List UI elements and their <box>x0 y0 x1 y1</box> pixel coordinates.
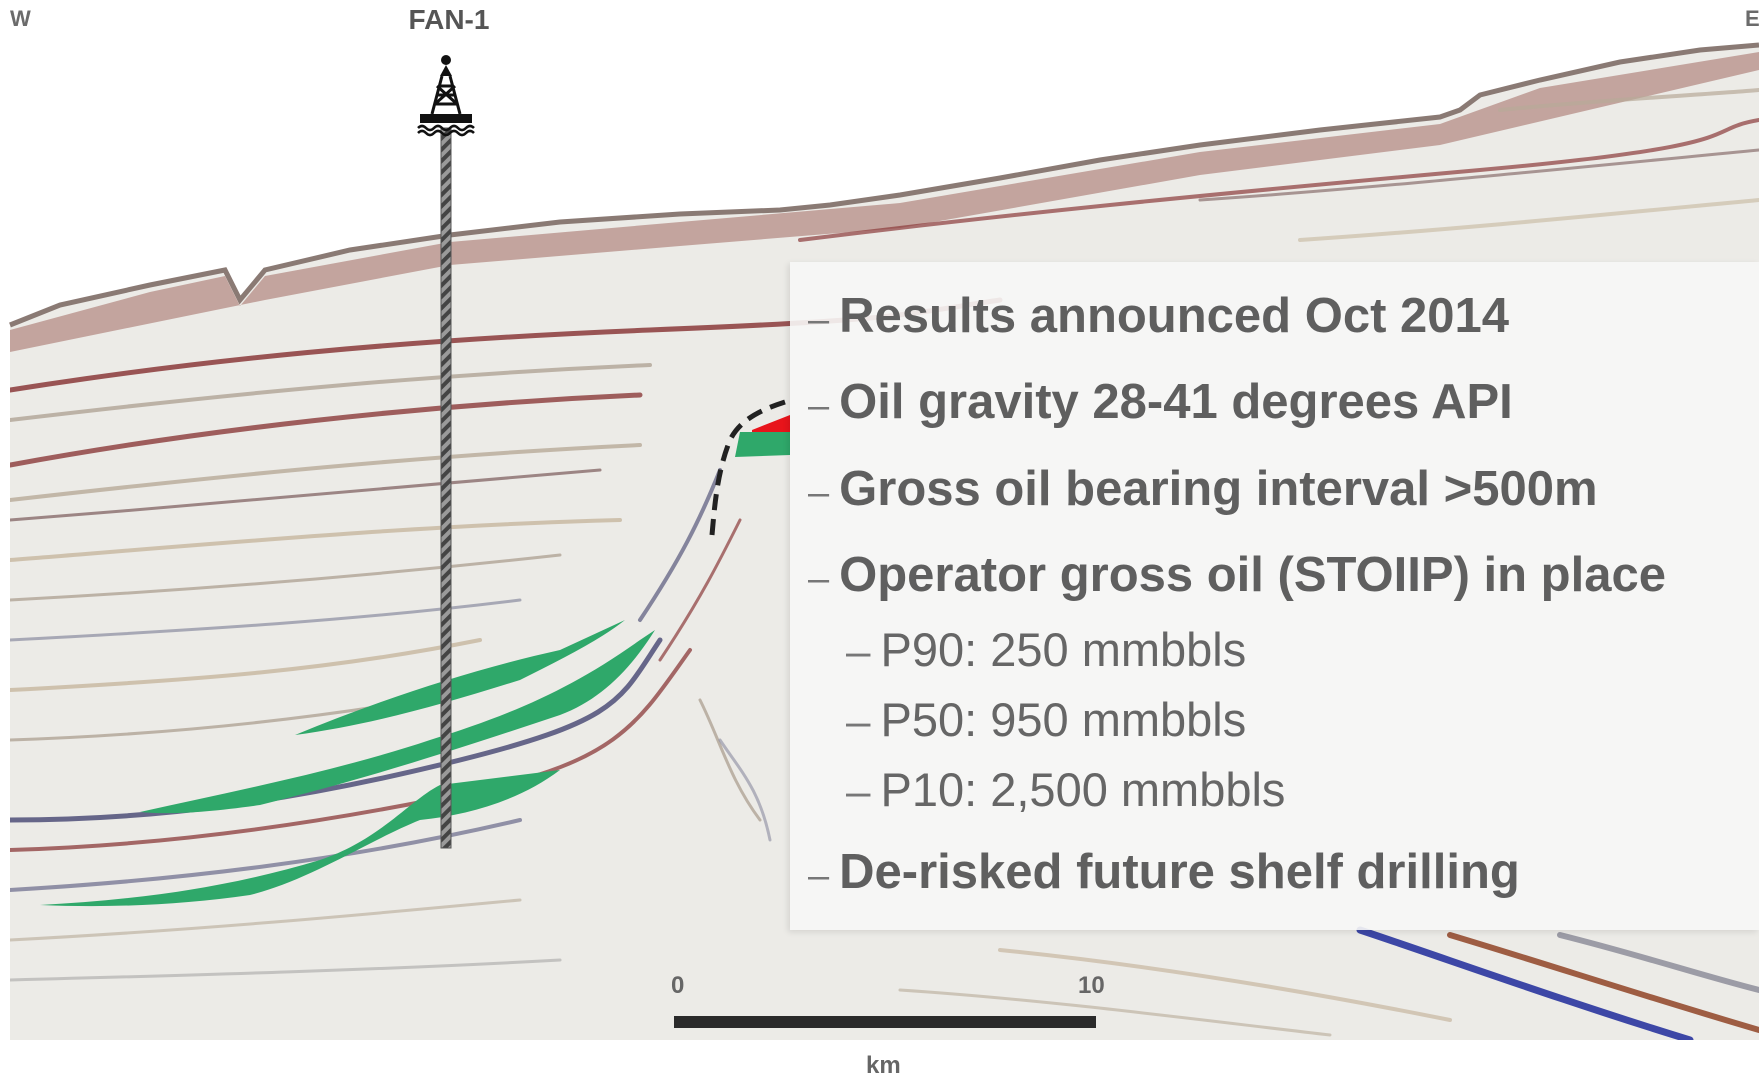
bullet-gross-interval: –Gross oil bearing interval >500m <box>808 462 1598 516</box>
oil-zones <box>40 620 655 907</box>
scale-end-label: 10 <box>1078 972 1105 999</box>
east-label: E <box>1745 6 1759 31</box>
scale-start-label: 0 <box>671 972 685 999</box>
bullet-results: –Results announced Oct 2014 <box>808 289 1510 343</box>
results-panel: –Results announced Oct 2014 –Oil gravity… <box>790 262 1759 930</box>
sub-bullet-p50: –P50: 950 mmbbls <box>846 693 1247 746</box>
scale-unit-label: km <box>866 1052 901 1079</box>
bullet-stoiip: –Operator gross oil (STOIIP) in place <box>808 548 1666 602</box>
drilling-rig-icon <box>417 55 475 137</box>
west-label: W <box>10 6 31 31</box>
sub-bullet-p90: –P90: 250 mmbbls <box>846 623 1247 676</box>
seabed-line <box>9 42 1759 328</box>
well-name: FAN-1 <box>408 4 490 35</box>
bullet-de-risked: –De-risked future shelf drilling <box>808 845 1520 899</box>
closure-outline <box>709 399 786 536</box>
well-path <box>440 127 452 849</box>
scale-bar <box>674 1016 1096 1028</box>
bullet-oil-gravity: –Oil gravity 28-41 degrees API <box>808 375 1513 429</box>
sub-bullet-p10: –P10: 2,500 mmbbls <box>846 763 1286 816</box>
gas-cap <box>752 415 790 432</box>
